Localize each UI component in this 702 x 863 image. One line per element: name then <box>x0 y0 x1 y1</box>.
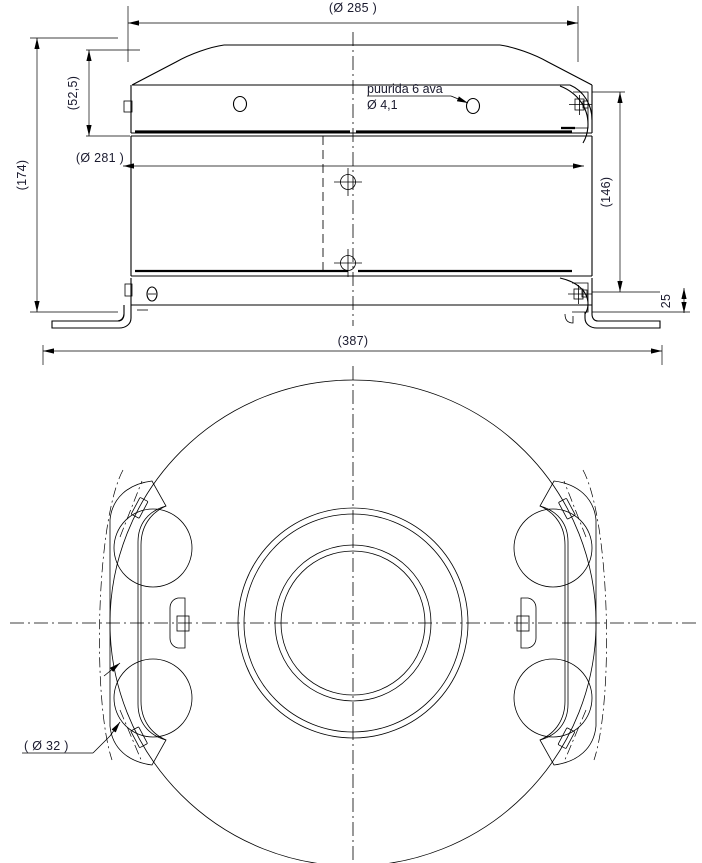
dimension-label-total-height: (174) <box>15 160 29 191</box>
drill-annotation-line2: Ø 4,1 <box>367 98 398 112</box>
plan-right-slot-detail <box>516 615 530 632</box>
plan-ring-outer <box>237 507 469 739</box>
dimension-label-plan-width: (387) <box>338 334 369 348</box>
dimension-label-inner-diameter: (Ø 281 ) <box>76 151 124 165</box>
plan-hub-outer <box>274 544 432 702</box>
plan-left-bracket <box>99 469 193 766</box>
front-left-mounting-foot <box>51 305 148 329</box>
plan-left-hole-lower <box>113 658 193 738</box>
plan-outer-circle <box>109 379 597 863</box>
front-extension-lines <box>30 6 690 313</box>
plan-right-bracket <box>513 469 607 766</box>
dimension-mounting-hole: ( Ø 32 ) <box>22 662 121 754</box>
dimension-inner-diameter: (Ø 281 ) <box>76 151 584 169</box>
front-base-oval <box>146 286 158 302</box>
plan-right-slot <box>520 597 537 649</box>
dimension-total-height: (174) <box>15 38 40 312</box>
dimension-label-outer-diameter: (Ø 285 ) <box>329 1 377 15</box>
plan-hub-inner <box>280 550 426 696</box>
dimension-base-height: 25 <box>659 288 687 313</box>
drill-annotation: puurida 6 ava Ø 4,1 <box>367 82 469 112</box>
front-left-side-tab <box>123 100 133 113</box>
drill-annotation-line1: puurida 6 ava <box>367 82 443 96</box>
dimension-label-body-height: (146) <box>599 177 613 208</box>
front-base-fastener <box>568 285 592 304</box>
drilled-hole-left <box>232 95 248 113</box>
dimension-label-base-height: 25 <box>659 294 673 309</box>
dimension-outer-diameter: (Ø 285 ) <box>128 1 578 26</box>
front-upper-fastener <box>569 95 592 115</box>
plan-ring-outer-inner <box>243 513 463 733</box>
dimension-plan-width: (387) <box>42 334 663 365</box>
dimension-label-mounting-hole: ( Ø 32 ) <box>24 739 69 753</box>
front-base-left-tab <box>124 283 133 297</box>
front-main-body <box>130 135 593 277</box>
dimension-top-height: (52,5) <box>66 50 92 136</box>
front-body-pin-lower <box>334 249 362 277</box>
dimension-body-height: (146) <box>599 92 623 292</box>
plan-left-slot-detail <box>176 615 190 632</box>
drilled-hole-right <box>465 97 481 115</box>
plan-view: (387) <box>10 334 696 863</box>
front-right-mounting-foot <box>564 305 661 329</box>
plan-right-hole-lower <box>513 658 593 738</box>
front-base-plinth <box>124 277 593 315</box>
front-upper-body <box>123 84 593 144</box>
front-body-pin-upper <box>334 168 362 196</box>
dimension-label-top-height: (52,5) <box>66 76 80 110</box>
front-top-cowl <box>131 44 593 86</box>
plan-left-hole-upper <box>113 508 193 588</box>
front-elevation-view: (Ø 285 ) (174) (52,5) (146) 25 <box>15 1 690 329</box>
plan-left-slot <box>169 597 186 649</box>
plan-right-hole-upper <box>513 508 593 588</box>
